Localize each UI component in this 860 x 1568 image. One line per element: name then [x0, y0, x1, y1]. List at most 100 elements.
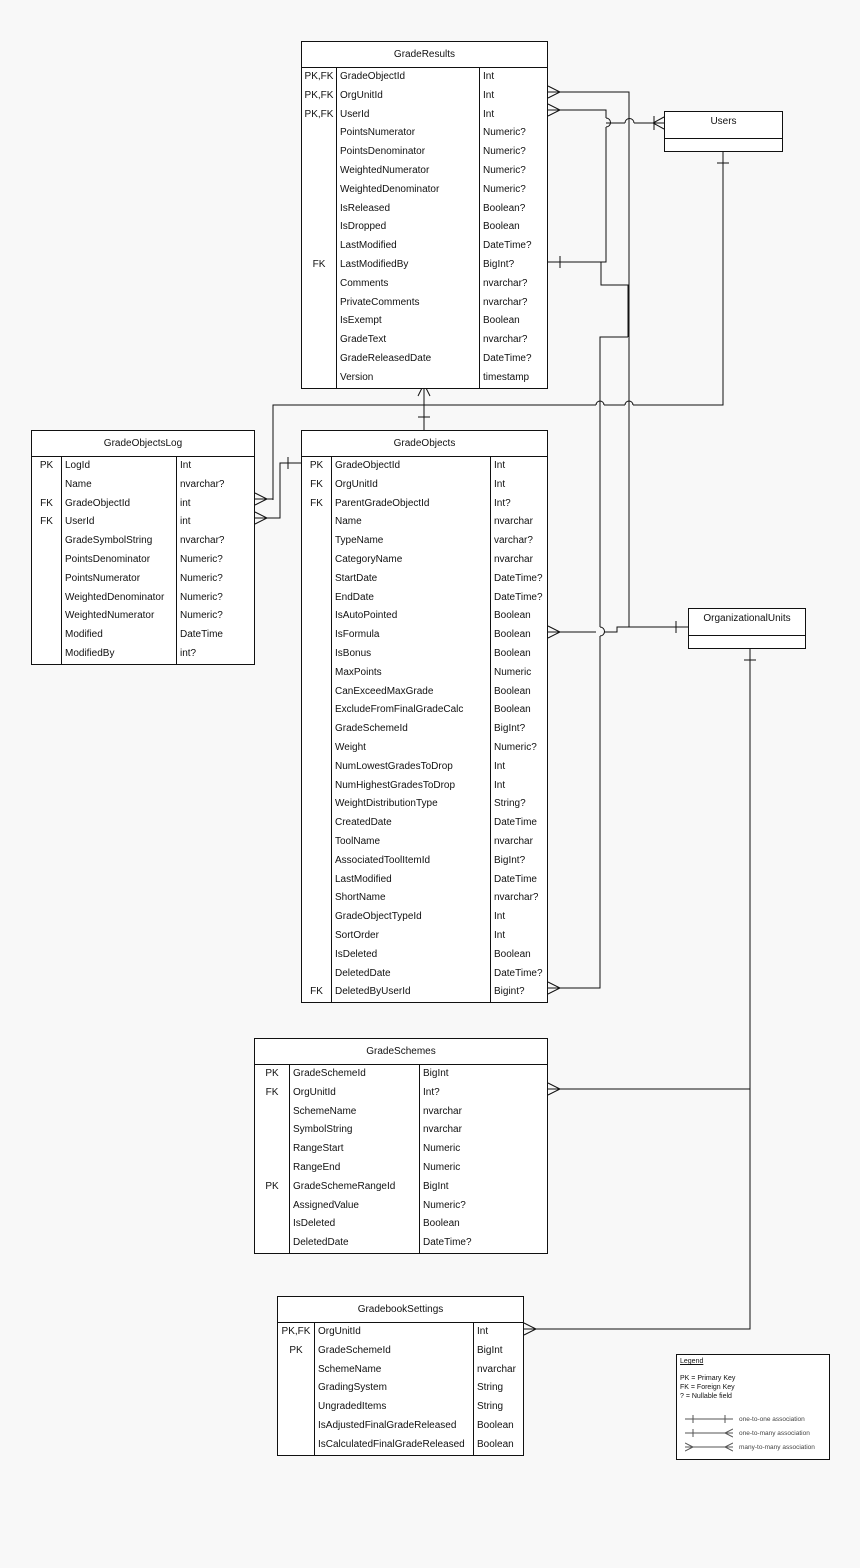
attribute-name: IsDeleted [332, 945, 491, 965]
attribute-name: IsAdjustedFinalGradeReleased [315, 1416, 474, 1436]
log-relations [254, 457, 301, 525]
attribute-key [302, 870, 332, 890]
attribute-key [302, 795, 332, 815]
orgunit-results-relation [547, 85, 630, 627]
attribute-name: ShortName [332, 889, 491, 909]
attribute-name: GradeSchemeId [315, 1341, 474, 1361]
attribute-type: Numeric? [180, 610, 223, 622]
attribute-name: IsExempt [337, 312, 480, 332]
attribute-key [302, 738, 332, 758]
attribute-key: FK [302, 255, 337, 275]
attribute-name: WeightedNumerator [62, 607, 177, 627]
attribute-key [255, 1196, 290, 1216]
attribute-name: Name [332, 513, 491, 533]
attribute-name: AssociatedToolItemId [332, 851, 491, 871]
attribute-name: LogId [62, 457, 177, 476]
attribute-name: TypeName [332, 532, 491, 551]
attribute-type: BigInt? [494, 723, 526, 735]
attribute-key: FK [302, 475, 332, 495]
attribute-type: String [477, 1382, 504, 1394]
attribute-key [255, 1140, 290, 1159]
attribute-type: Boolean [494, 629, 531, 641]
attribute-type: Numeric? [180, 572, 223, 584]
attribute-name: PointsDenominator [62, 550, 177, 570]
attribute-type: Int [494, 779, 506, 791]
attribute-name: Modified [62, 626, 177, 645]
attribute-name: DeletedByUserId [332, 983, 491, 1003]
attribute-name: LastModified [332, 870, 491, 890]
attribute-key [32, 607, 62, 627]
attribute-type: DateTime? [423, 1237, 472, 1249]
attribute-name: IsCalculatedFinalGradeReleased [315, 1435, 474, 1455]
attribute-name: IsDropped [337, 218, 480, 238]
entity-organizational-units[interactable]: OrganizationalUnits [688, 608, 806, 649]
attribute-name: OrgUnitId [332, 475, 491, 495]
attribute-key [302, 607, 332, 627]
attribute-type: Int [494, 478, 506, 490]
attribute-key [255, 1158, 290, 1178]
legend-box: Legend PK = Primary Key FK = Foreign Key… [676, 1354, 830, 1460]
attribute-name: SchemeName [290, 1102, 420, 1122]
attribute-name: DeletedDate [290, 1234, 420, 1253]
attribute-type: int [180, 516, 191, 528]
attribute-name: RangeEnd [290, 1158, 420, 1178]
attribute-name: IsAutoPointed [332, 607, 491, 627]
entity-title: GradeSchemes [255, 1039, 547, 1065]
attribute-key [302, 757, 332, 777]
attribute-type: nvarchar? [180, 535, 225, 547]
attribute-key [32, 475, 62, 495]
attribute-key [302, 964, 332, 984]
attribute-key [302, 663, 332, 683]
one-to-many-icon [685, 1428, 733, 1438]
attribute-key [302, 532, 332, 551]
attribute-type: DateTime [494, 817, 537, 829]
attribute-type: Int [494, 911, 506, 923]
attribute-name: OrgUnitId [337, 86, 480, 106]
entity-users[interactable]: Users [664, 111, 783, 152]
attribute-type: Boolean [483, 221, 520, 233]
attribute-name: GradeText [337, 331, 480, 350]
attribute-name: NumLowestGradesToDrop [332, 757, 491, 777]
attribute-key [302, 368, 337, 388]
attribute-key: PK [255, 1177, 290, 1197]
attribute-key: FK [255, 1083, 290, 1103]
attribute-key [302, 889, 332, 909]
attribute-key: PK,FK [302, 105, 337, 125]
attribute-type: BigInt? [483, 258, 515, 270]
attribute-type: Int [494, 760, 506, 772]
attribute-type: int? [180, 647, 197, 659]
deletedby-relation [547, 262, 629, 995]
attribute-type: Numeric? [180, 553, 223, 565]
attribute-key [302, 143, 337, 162]
attribute-key [278, 1416, 315, 1436]
attribute-type: String? [494, 798, 526, 810]
attribute-type: Boolean [483, 315, 520, 327]
attribute-key [302, 513, 332, 533]
legend-item-one-to-many: one-to-many association [685, 1428, 810, 1438]
entity-title: GradebookSettings [278, 1297, 523, 1323]
entity-title: Users [665, 112, 782, 139]
attribute-key: FK [302, 983, 332, 1003]
attribute-type: nvarchar [494, 835, 533, 847]
attribute-type: nvarchar? [483, 277, 528, 289]
attribute-type: Numeric [494, 666, 532, 678]
attribute-name: WeightedDenominator [62, 588, 177, 608]
attribute-name: GradeObjectId [337, 68, 480, 87]
attribute-type: DateTime? [494, 591, 543, 603]
entity-title: GradeObjects [302, 431, 547, 457]
attribute-type: Numeric? [483, 127, 526, 139]
attribute-name: Comments [337, 274, 480, 294]
attribute-type: Int [494, 929, 506, 941]
attribute-type: Int? [494, 497, 511, 509]
attribute-name: SchemeName [315, 1360, 474, 1380]
user-results-relation [547, 103, 665, 268]
attribute-type: timestamp [483, 371, 530, 383]
attribute-name: WeightDistributionType [332, 795, 491, 815]
attribute-type: Int [180, 460, 192, 471]
